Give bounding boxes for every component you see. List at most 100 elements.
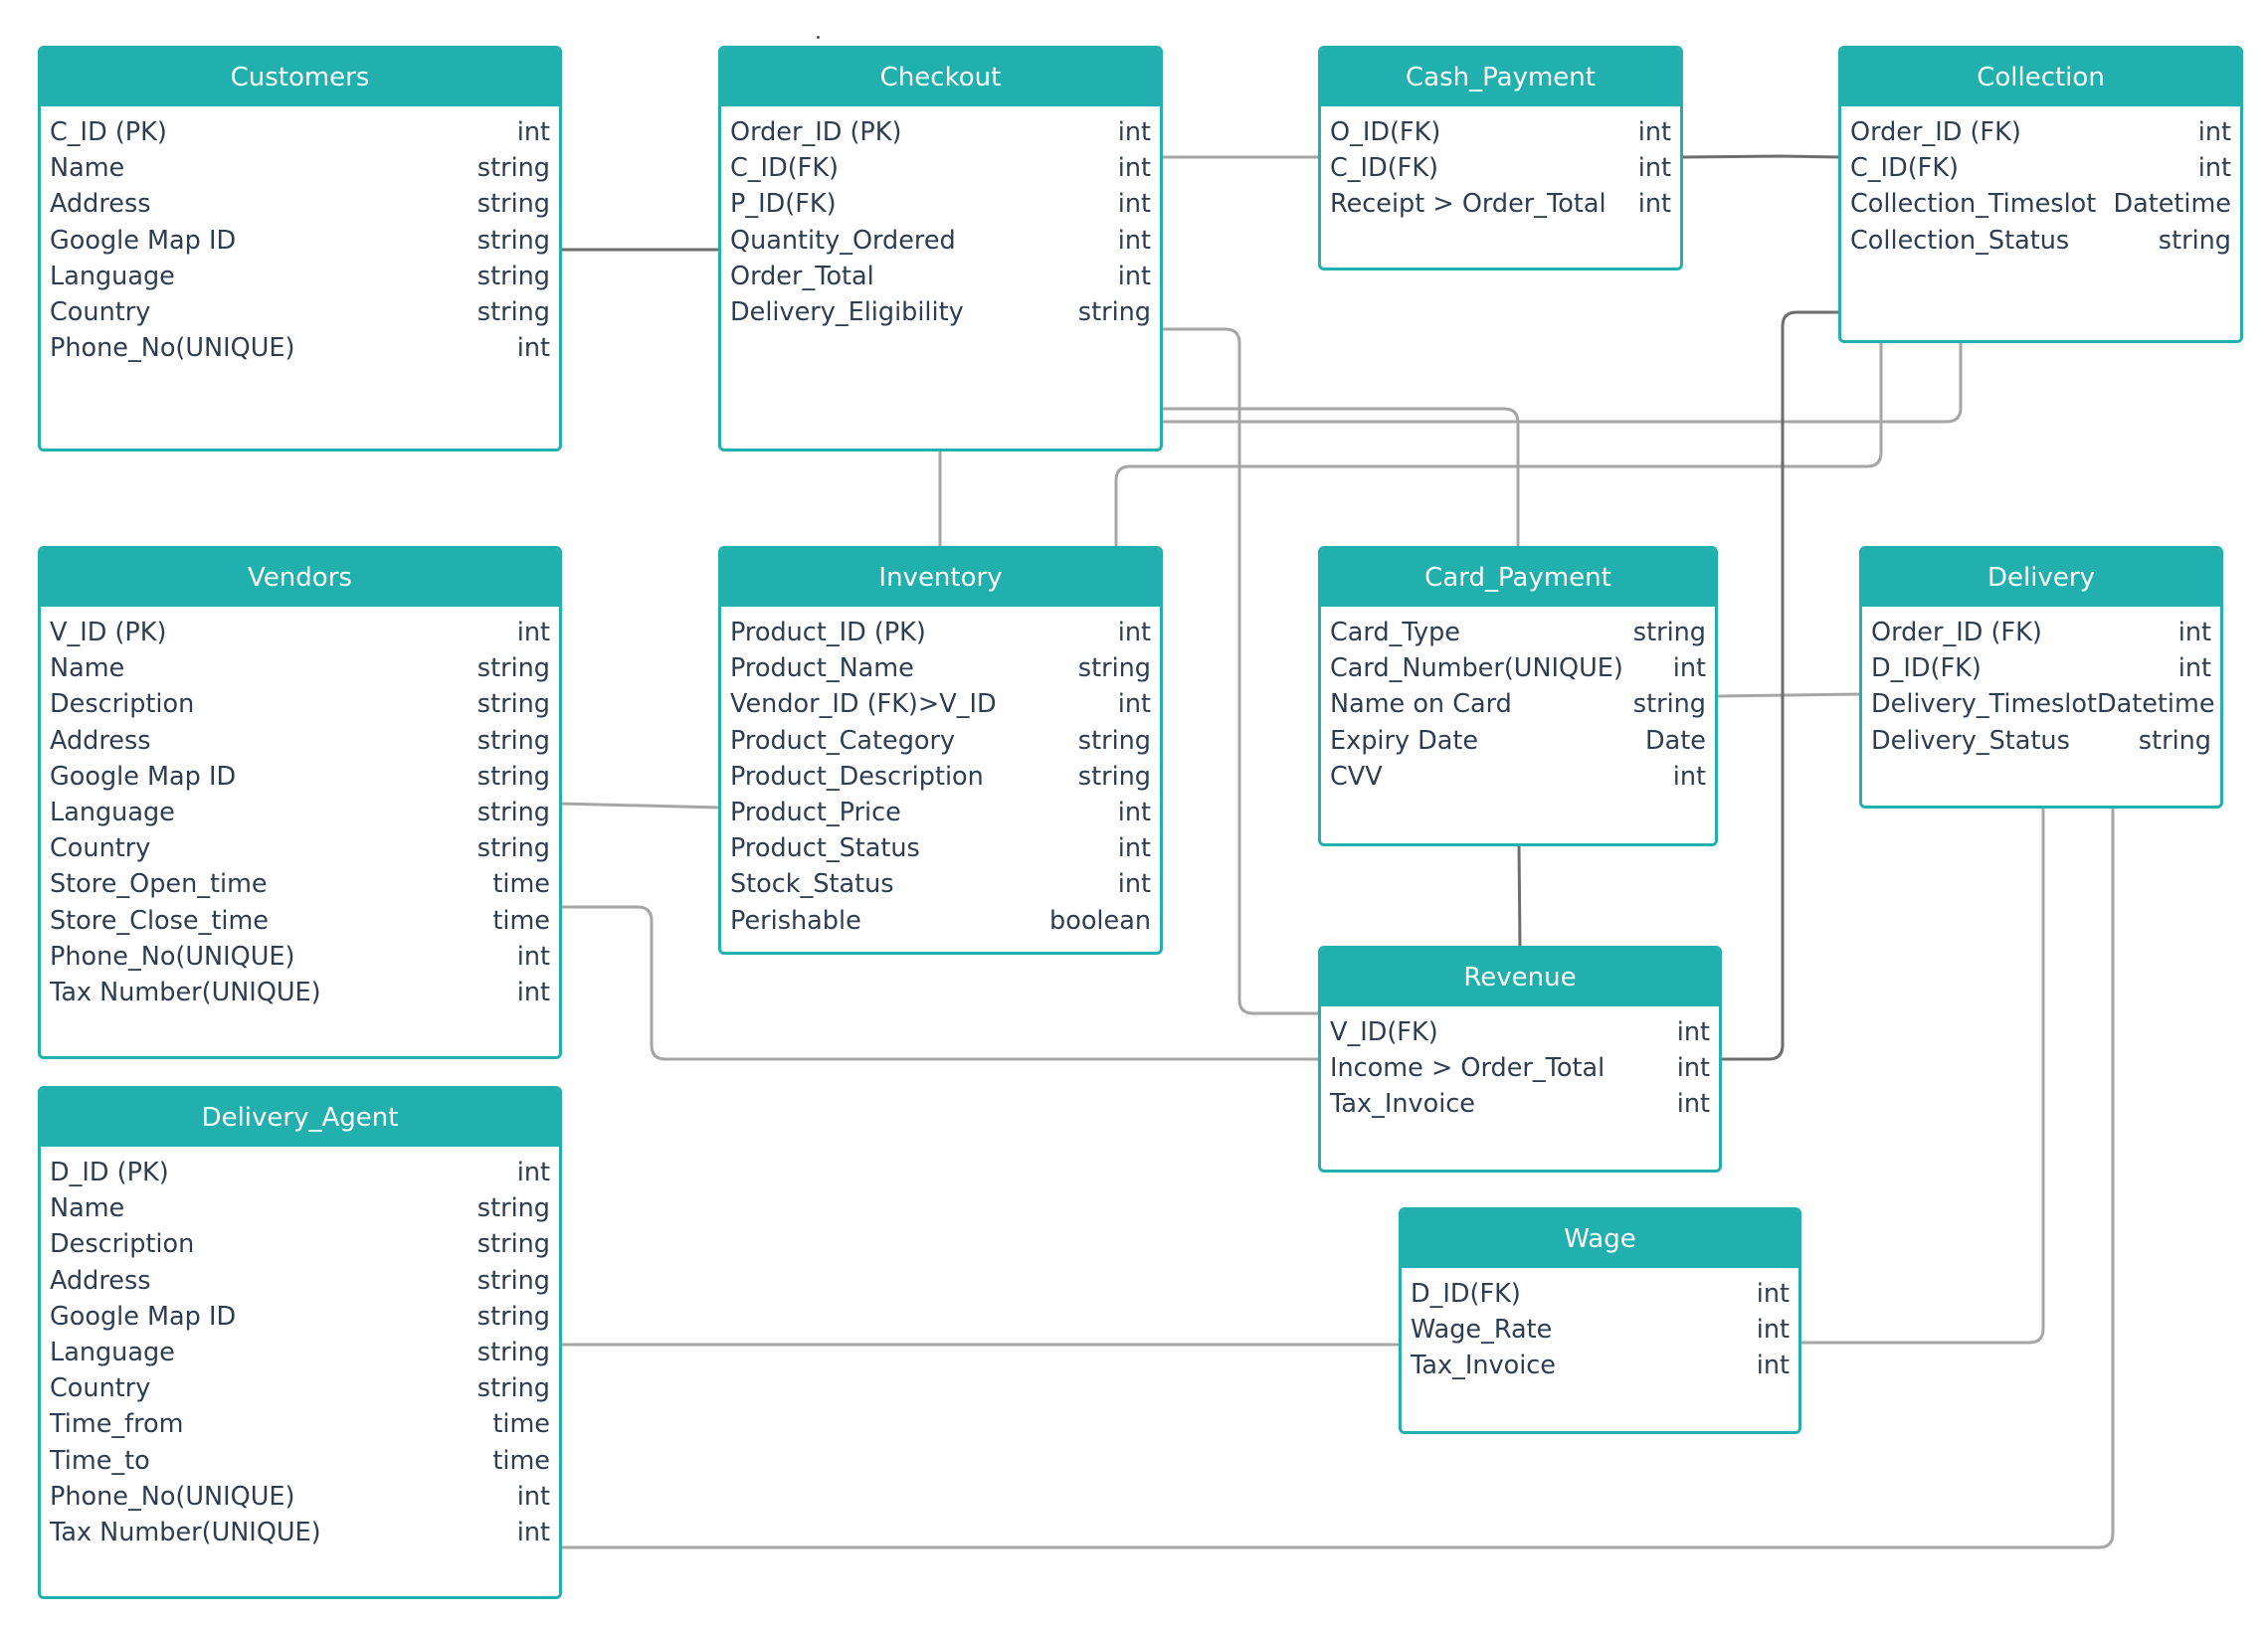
field-name: Store_Open_time — [50, 869, 268, 900]
field-type: string — [1632, 689, 1706, 720]
field-row: C_ID(FK)int — [1841, 150, 2240, 186]
field-type: string — [476, 1373, 550, 1404]
entity-title: Inventory — [721, 549, 1160, 607]
field-name: Google Map ID — [50, 1301, 237, 1332]
field-name: Vendor_ID (FK)>V_ID — [730, 689, 997, 720]
field-row: Phone_No(UNIQUE)int — [41, 939, 559, 975]
field-name: Delivery_Eligibility — [730, 297, 964, 328]
field-type: string — [476, 297, 550, 328]
field-name: P_ID(FK) — [730, 189, 837, 220]
stray-dot — [817, 36, 820, 39]
field-type: Datetime — [2113, 189, 2231, 220]
field-name: Perishable — [730, 905, 861, 936]
field-name: Language — [50, 261, 175, 291]
field-name: Phone_No(UNIQUE) — [50, 1481, 295, 1512]
field-type: string — [2158, 225, 2231, 256]
entity-title: Cash_Payment — [1321, 49, 1680, 106]
field-type: time — [492, 905, 550, 936]
field-row: Store_Close_time time — [41, 903, 559, 939]
field-name: Product_Price — [730, 798, 901, 828]
field-type: string — [476, 689, 550, 720]
field-row: Store_Open_time time — [41, 866, 559, 902]
field-row: D_ID (PK)int — [41, 1155, 559, 1190]
field-row: Card_Number(UNIQUE)int — [1321, 650, 1715, 686]
field-type: int — [516, 1158, 550, 1188]
field-name: Quantity_Ordered — [730, 225, 956, 256]
field-type: string — [476, 225, 550, 256]
field-name: Name — [50, 653, 125, 684]
connector-checkout-collection — [1160, 340, 1963, 424]
field-type: int — [516, 941, 550, 972]
field-name: Wage_Rate — [1411, 1315, 1553, 1346]
field-row: Phone_No(UNIQUE)int — [41, 330, 559, 366]
field-type: string — [1632, 618, 1706, 648]
field-type: string — [1077, 761, 1151, 792]
field-type: int — [1117, 117, 1151, 148]
field-type: int — [1637, 117, 1671, 148]
field-type: string — [476, 261, 550, 291]
field-name: Country — [50, 833, 151, 864]
field-name: Name — [50, 153, 125, 184]
field-name: Collection_Timeslot — [1850, 189, 2097, 220]
entity-title: Wage — [1402, 1210, 1798, 1268]
field-type: time — [492, 869, 550, 900]
field-name: D_ID(FK) — [1411, 1279, 1521, 1310]
field-name: Product_Name — [730, 653, 914, 684]
field-type: string — [476, 1265, 550, 1296]
field-name: Card_Type — [1330, 618, 1460, 648]
field-name: Store_Close_time — [50, 905, 269, 936]
field-type: int — [516, 117, 550, 148]
field-name: Description — [50, 1229, 195, 1260]
field-type: int — [1676, 1017, 1710, 1048]
field-type: string — [476, 1338, 550, 1368]
connector-revenue-collection — [1720, 310, 1840, 1061]
field-name: Description — [50, 689, 195, 720]
field-name: V_ID(FK) — [1330, 1017, 1438, 1048]
field-name: Country — [50, 297, 151, 328]
field-name: Product_ID (PK) — [730, 618, 926, 648]
field-name: Receipt > Order_Total — [1330, 189, 1606, 220]
field-type: int — [1117, 225, 1151, 256]
connector-card-payment-revenue — [1517, 842, 1522, 949]
field-row: C_ID(FK)int — [721, 150, 1160, 186]
field-name: Product_Description — [730, 761, 984, 792]
field-type: int — [2177, 618, 2211, 648]
field-type: string — [2138, 725, 2211, 756]
field-row: Tax Number(UNIQUE)int — [41, 1515, 559, 1550]
field-name: Google Map ID — [50, 761, 237, 792]
field-type: int — [1637, 189, 1671, 220]
field-name: Order_ID (FK) — [1850, 117, 2021, 148]
